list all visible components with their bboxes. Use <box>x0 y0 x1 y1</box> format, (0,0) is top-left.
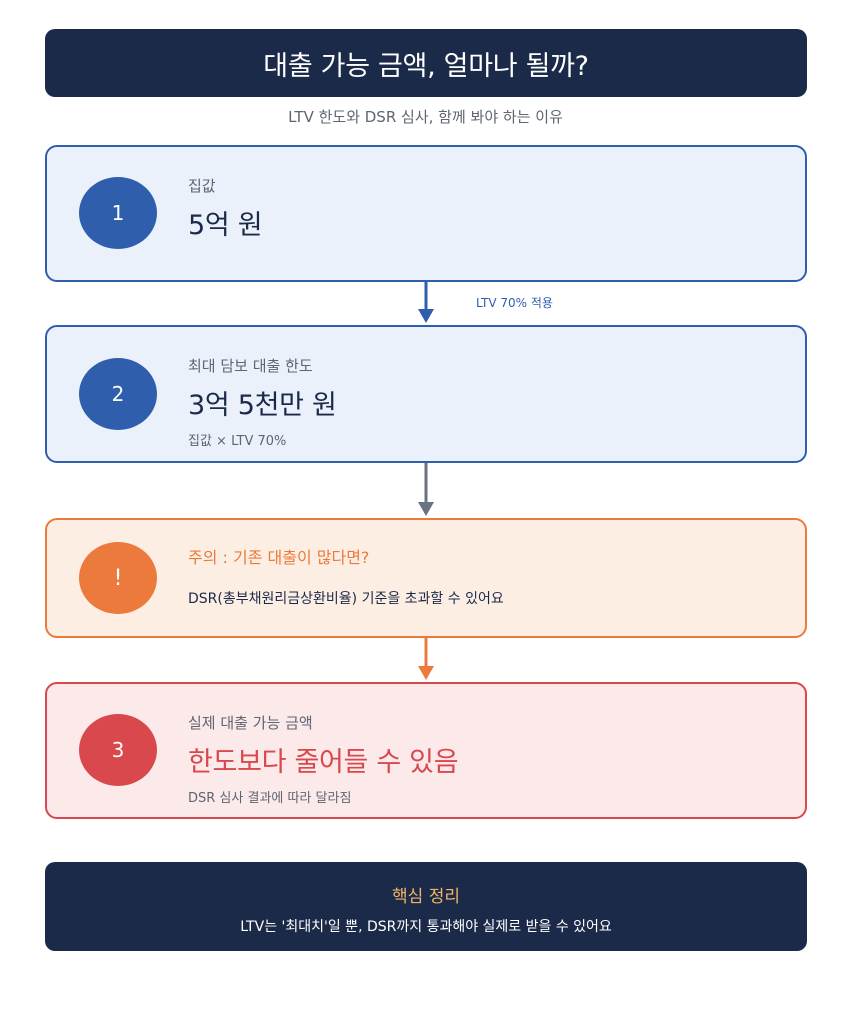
page-subtitle: LTV 한도와 DSR 심사, 함께 봐야 하는 이유 <box>288 108 563 126</box>
step-note: 집값 × LTV 70% <box>188 434 287 449</box>
warning-badge: ! <box>79 542 157 614</box>
result-value: 한도보다 줄어들 수 있음 <box>188 747 459 778</box>
step-value: 3억 5천만 원 <box>188 390 337 421</box>
arrow-step2-to-warning <box>418 463 434 516</box>
exclamation-icon: ! <box>113 565 123 591</box>
warning-description: DSR(총부채원리금상환비율) 기준을 초과할 수 있어요 <box>188 591 504 607</box>
step-badge: 3 <box>79 714 157 786</box>
step-value: 5억 원 <box>188 210 263 241</box>
arrow-warning-to-result <box>418 638 434 680</box>
step-number: 3 <box>111 738 125 762</box>
step-label: 집값 <box>188 177 216 195</box>
page-title: 대출 가능 금액, 얼마나 될까? <box>263 50 589 82</box>
summary-title: 핵심 정리 <box>392 887 460 907</box>
summary-text: LTV는 '최대치'일 뿐, DSR까지 통과해야 실제로 받을 수 있어요 <box>240 919 612 935</box>
step-number: 2 <box>111 382 125 406</box>
result-label: 실제 대출 가능 금액 <box>188 714 313 732</box>
connector-label: LTV 70% 적용 <box>476 296 553 310</box>
warning-label: 주의 : 기존 대출이 많다면? <box>188 548 370 567</box>
arrow-step1-to-step2 <box>418 282 434 323</box>
summary-banner: 핵심 정리 LTV는 '최대치'일 뿐, DSR까지 통과해야 실제로 받을 수… <box>45 862 807 951</box>
step-card-house-price: 1 집값 5억 원 <box>45 145 807 282</box>
step-number: 1 <box>111 201 125 225</box>
warning-card: ! 주의 : 기존 대출이 많다면? DSR(총부채원리금상환비율) 기준을 초… <box>45 518 807 638</box>
result-card: 3 실제 대출 가능 금액 한도보다 줄어들 수 있음 DSR 심사 결과에 따… <box>45 682 807 819</box>
step-label: 최대 담보 대출 한도 <box>188 357 313 375</box>
step-badge: 1 <box>79 177 157 249</box>
step-card-loan-limit: 2 최대 담보 대출 한도 3억 5천만 원 집값 × LTV 70% <box>45 325 807 463</box>
title-banner: 대출 가능 금액, 얼마나 될까? <box>45 29 807 97</box>
step-badge: 2 <box>79 358 157 430</box>
result-note: DSR 심사 결과에 따라 달라짐 <box>188 791 352 806</box>
